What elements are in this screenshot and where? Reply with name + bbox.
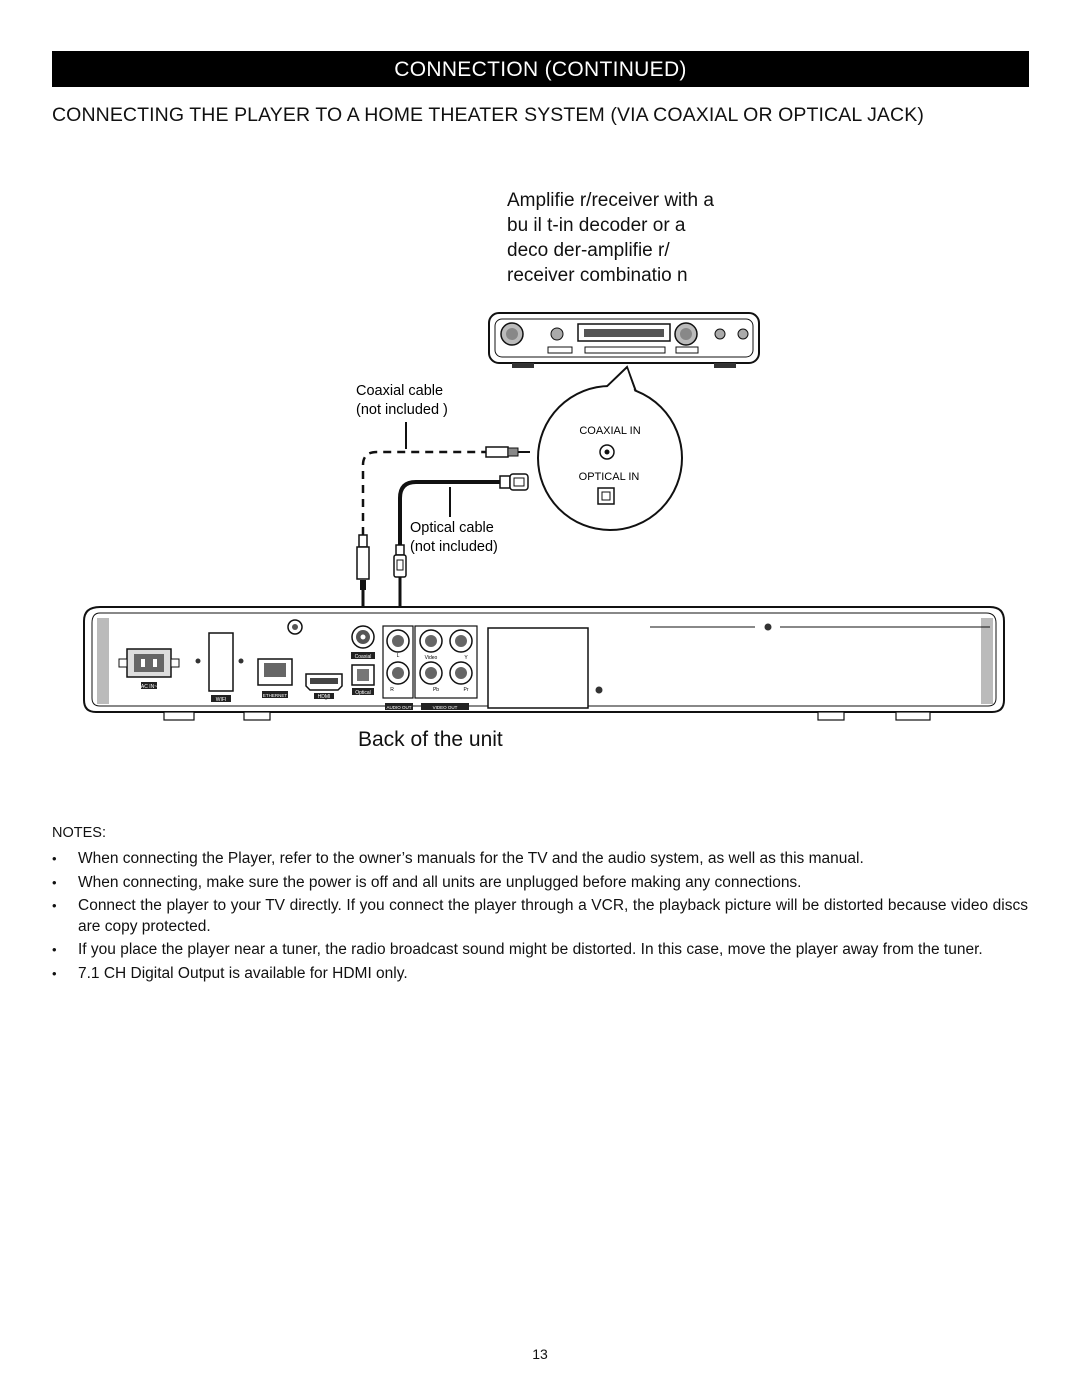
ac-in-label: AC IN~	[141, 684, 157, 690]
amplifier-label-line: bu il t-in decoder or a	[507, 215, 686, 236]
coaxial-in-label: COAXIAL IN	[579, 425, 640, 437]
section-banner: CONNECTION (CONTINUED)	[52, 51, 1029, 87]
notes-title: NOTES:	[52, 825, 106, 841]
audio-out-label: AUDIO OUT	[386, 705, 411, 710]
section-subheading: CONNECTING THE PLAYER TO A HOME THEATER …	[52, 104, 924, 126]
optical-in-label: OPTICAL IN	[579, 471, 640, 483]
player-back-panel-illustration: AC IN~ WIFI ETHERNET HDMI Coaxial Optica…	[83, 606, 1005, 721]
y-label: Y	[464, 655, 468, 661]
hdmi-label: HDMI	[318, 694, 331, 700]
page-number: 13	[532, 1346, 548, 1362]
optical-cable-label: Optical cable	[410, 520, 494, 536]
amplifier-label-line: deco der-amplifie r/	[507, 240, 670, 261]
coaxial-cable-label: (not included )	[356, 402, 448, 418]
coaxial-cable-label: Coaxial cable	[356, 383, 443, 399]
pr-label: Pr	[464, 687, 469, 693]
notes-list-item: Connect the player to your TV directly. …	[52, 896, 1028, 937]
amplifier-receiver-illustration	[488, 312, 760, 368]
optical-label: Optical	[355, 690, 371, 696]
amplifier-label: Amplifie r/receiver with a bu il t-in de…	[507, 188, 777, 288]
optical-cable-label: (not included)	[410, 539, 498, 555]
pb-label: Pb	[433, 687, 439, 693]
coaxial-cable-illustration	[356, 422, 530, 622]
wifi-label: WIFI	[216, 697, 227, 703]
notes-list-item: If you place the player near a tuner, th…	[52, 940, 1028, 961]
video-out-label: VIDEO OUT	[433, 705, 458, 710]
audio-l-label: L	[397, 653, 400, 659]
notes-list-item: When connecting the Player, refer to the…	[52, 849, 1028, 870]
jack-zoom-callout: COAXIAL IN OPTICAL IN	[537, 365, 683, 531]
coaxial-label: Coaxial	[355, 654, 372, 660]
ethernet-label: ETHERNET	[263, 693, 288, 698]
back-of-unit-caption: Back of the unit	[358, 728, 503, 751]
notes-list-item: When connecting, make sure the power is …	[52, 873, 1028, 894]
audio-r-label: R	[390, 687, 394, 693]
video-label: Video	[425, 655, 438, 661]
notes-list-item: 7.1 CH Digital Output is available for H…	[52, 964, 1028, 985]
connection-diagram: COAXIAL IN OPTICAL IN Coaxial cable (not	[83, 312, 1005, 721]
notes-list: When connecting the Player, refer to the…	[52, 849, 1028, 987]
amplifier-label-line: Amplifie r/receiver with a	[507, 190, 714, 211]
amplifier-label-line: receiver combinatio n	[507, 265, 688, 286]
